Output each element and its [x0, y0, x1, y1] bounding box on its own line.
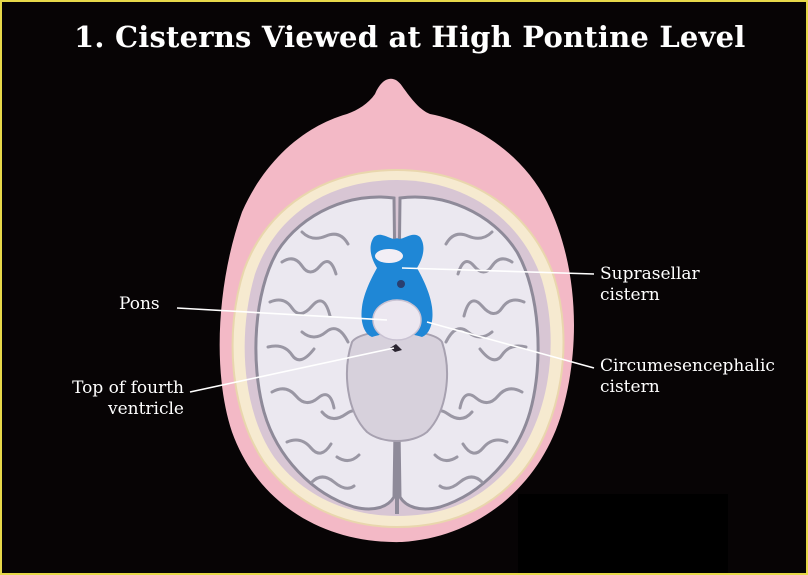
circum-leader — [426, 321, 595, 369]
label-suprasellar: Suprasellar cistern — [600, 264, 700, 306]
brain-tissue — [254, 195, 540, 514]
suprasellar-leader — [401, 267, 595, 275]
label-fourth-ventricle-line1: Top of fourth — [72, 378, 184, 398]
label-suprasellar-line1: Suprasellar — [600, 264, 700, 284]
optic-chiasm — [375, 249, 403, 263]
fourth-ventricle-leader — [189, 347, 395, 393]
label-pons-text: Pons — [119, 294, 160, 314]
corner-mask — [518, 494, 728, 573]
label-pons: Pons — [119, 294, 160, 315]
slide-title: 1. Cisterns Viewed at High Pontine Level — [74, 20, 746, 54]
pituitary-stalk — [397, 280, 405, 288]
fourth-ventricle — [390, 344, 402, 352]
label-fourth-ventricle-line2: ventricle — [107, 399, 184, 419]
label-circum-line1: Circumesencephalic — [600, 356, 775, 376]
label-circumesencephalic: Circumesencephalic cistern — [600, 356, 775, 398]
leader-lines — [176, 267, 595, 393]
label-suprasellar-line2: cistern — [600, 285, 660, 305]
pons-leader — [176, 307, 388, 321]
label-fourth-ventricle: Top of fourth ventricle — [52, 378, 184, 420]
label-circum-line2: cistern — [600, 377, 660, 397]
